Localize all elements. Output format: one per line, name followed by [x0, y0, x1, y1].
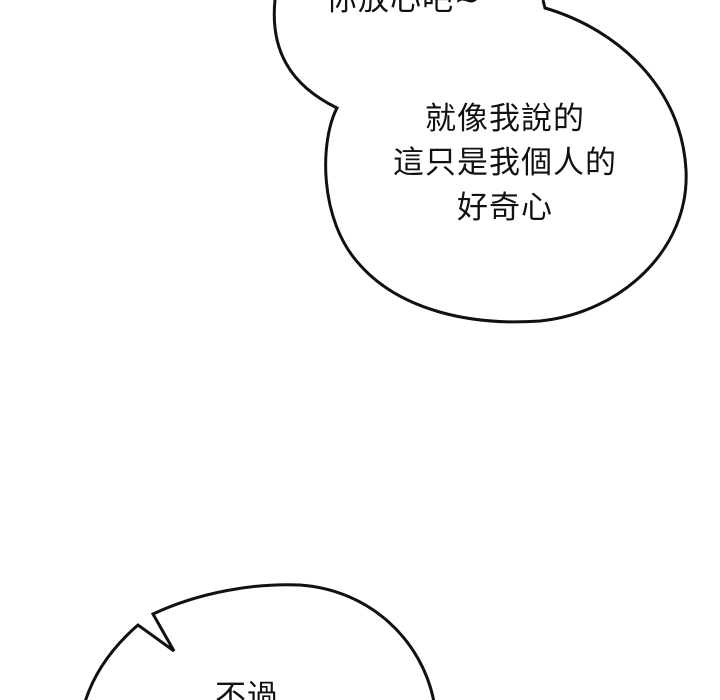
- bubble-text-line: 不過: [215, 679, 279, 700]
- bubble-text-line: 這只是我個人的: [393, 145, 617, 181]
- speech-bubble-top: [272, 0, 688, 324]
- speech-bubble-bottom: [84, 583, 436, 700]
- bubble-text-line: 就像我說的: [425, 101, 585, 137]
- bubble-text-line: 你放心吧~: [326, 0, 481, 18]
- bubble-text-line: 好奇心: [457, 190, 553, 226]
